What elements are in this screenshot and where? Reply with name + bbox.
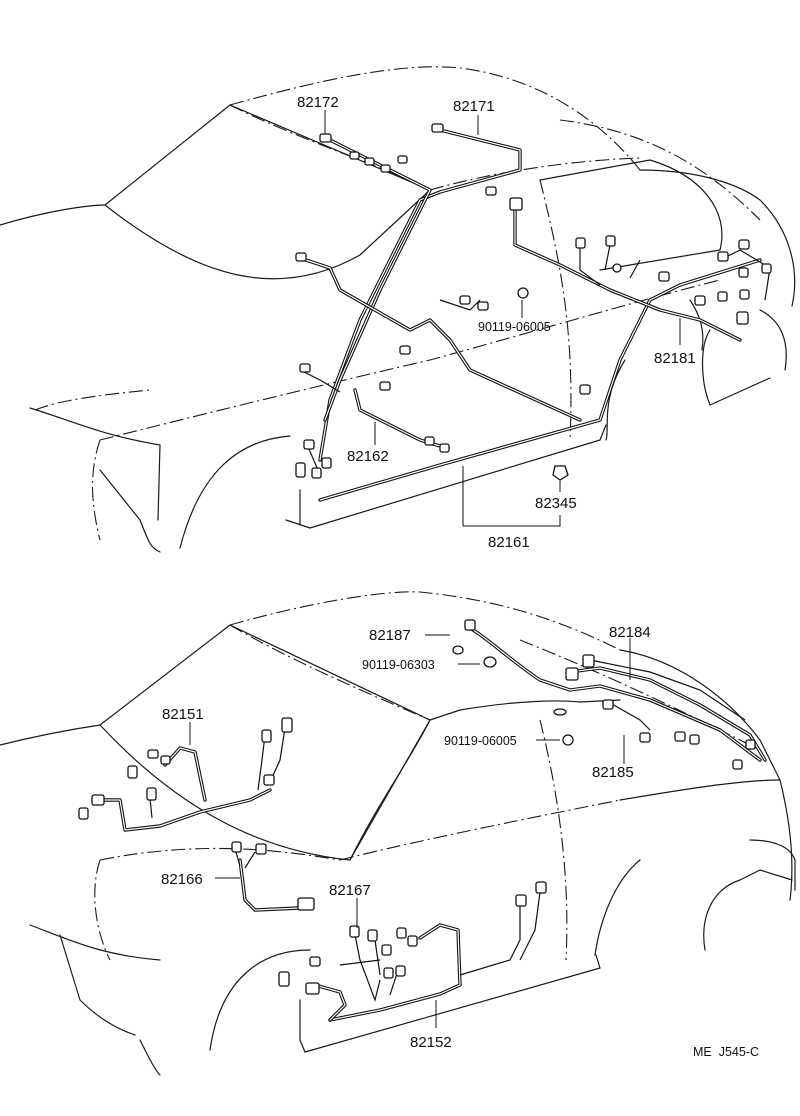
- label-82185: 82185: [592, 764, 634, 781]
- top-connectors: [295, 123, 772, 481]
- label-82167: 82167: [329, 882, 371, 899]
- label-82162: 82162: [347, 448, 389, 465]
- label-90119-06303: 90119-06303: [362, 658, 435, 672]
- label-82345: 82345: [535, 495, 577, 512]
- label-82171: 82171: [453, 98, 495, 115]
- top-harness-wires: [298, 128, 771, 502]
- label-82172: 82172: [297, 94, 339, 111]
- label-82181: 82181: [654, 350, 696, 367]
- label-90119-06005-top: 90119-06005: [478, 320, 551, 334]
- diagram-code: ME J545-C: [693, 1045, 759, 1059]
- bottom-car-body-outline: [0, 591, 796, 1076]
- grommet-82345: [552, 465, 569, 481]
- label-90119-06005-bottom: 90119-06005: [444, 734, 517, 748]
- label-82151: 82151: [162, 706, 204, 723]
- label-82184: 82184: [609, 624, 651, 641]
- bottom-connectors: [78, 619, 756, 995]
- bottom-leaders: [189, 634, 631, 1028]
- label-82161: 82161: [488, 534, 530, 551]
- label-82152: 82152: [410, 1034, 452, 1051]
- label-82166: 82166: [161, 871, 203, 888]
- bottom-harness-wires: [98, 626, 767, 1022]
- top-car-body-outline: [0, 66, 796, 553]
- top-leaders: [324, 110, 681, 527]
- label-82187: 82187: [369, 627, 411, 644]
